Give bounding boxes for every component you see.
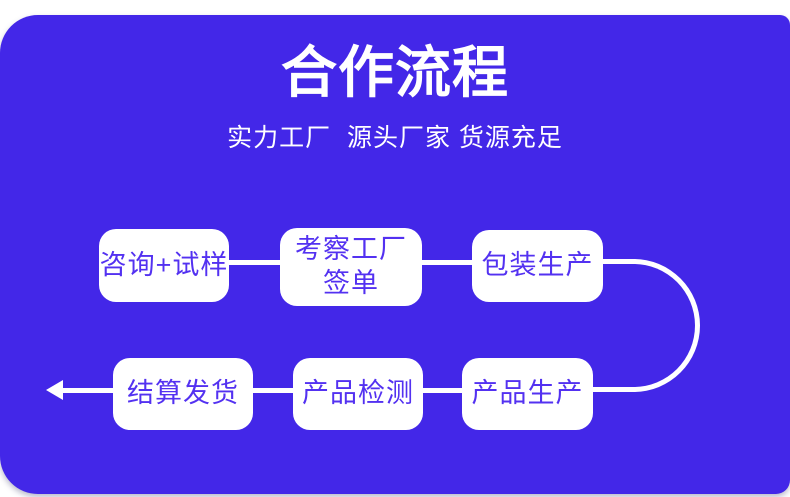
connector-step1-step2	[228, 260, 282, 265]
flow-step-label: 结算发货	[127, 378, 239, 409]
flow-step-label: 咨询+试样	[99, 249, 229, 280]
connector-step4-step5	[421, 388, 464, 393]
flow-step-settlement-shipping: 结算发货	[113, 358, 253, 430]
flow-step-label: 包装生产	[481, 250, 594, 281]
flow-step-label: 产品检测	[302, 378, 414, 409]
connector-step5-step6	[251, 388, 295, 393]
connector-step2-step3	[420, 260, 474, 265]
flow-step-product-inspection: 产品检测	[293, 358, 423, 430]
page-subtitle: 实力工厂 源头厂家 货源充足	[227, 124, 563, 152]
connector-curve-step3-step4	[591, 259, 700, 392]
flow-step-product-production: 产品生产	[462, 358, 593, 430]
flow-step-label-line1: 考察工厂	[295, 234, 407, 265]
flow-step-inquiry-sample: 咨询+试样	[99, 229, 229, 302]
arrow-left-icon	[46, 380, 63, 400]
connector-step6-exit	[58, 388, 115, 393]
flow-step-label: 产品生产	[471, 378, 584, 409]
flow-step-label-line2: 签单	[323, 268, 379, 298]
page-title: 合作流程	[281, 41, 509, 104]
flow-step-packaging-production: 包装生产	[472, 230, 603, 302]
flow-step-factory-visit-sign: 考察工厂 签单	[280, 228, 422, 306]
